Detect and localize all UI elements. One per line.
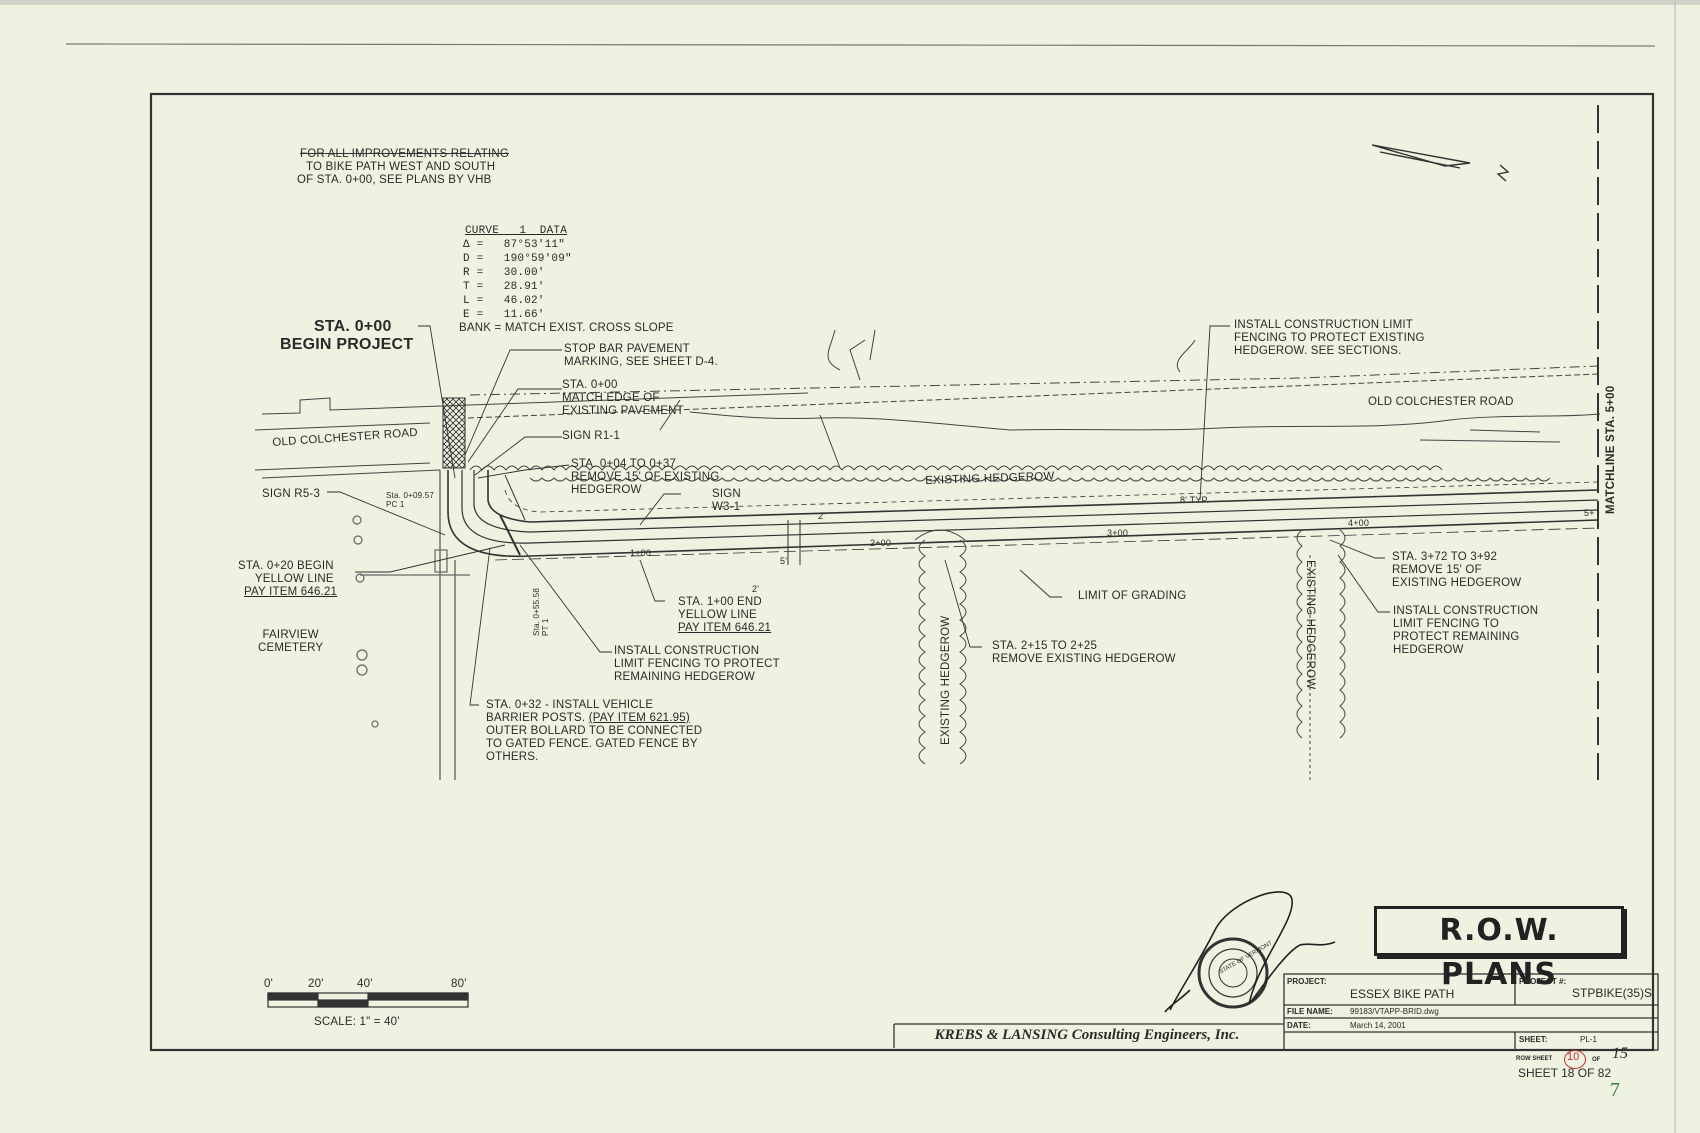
begin-station: STA. 0+00 xyxy=(314,318,392,335)
title-block xyxy=(893,973,1659,1051)
callout-stop-bar: STOP BAR PAVEMENT MARKING, SEE SHEET D-4… xyxy=(564,343,718,368)
firm-name: KREBS & LANSING Consulting Engineers, In… xyxy=(934,1027,1240,1043)
dim-2: 5' xyxy=(780,556,788,566)
leader-lines xyxy=(327,325,1390,706)
row-sheet-total: 15 xyxy=(1612,1045,1628,1062)
curve-delta: Δ = 87°53'11" xyxy=(463,239,566,251)
dim-4: 8' TYP. xyxy=(1180,495,1210,505)
callout-fence-right: INSTALL CONSTRUCTION LIMIT FENCING TO PR… xyxy=(1393,605,1539,656)
pay-item-barrier: (PAY ITEM 621.95) xyxy=(588,712,690,724)
file-label: FILE NAME: xyxy=(1287,1007,1333,1016)
scale-tick-40: 40' xyxy=(357,978,373,990)
callout-yellow-begin: STA. 0+20 BEGIN YELLOW LINE xyxy=(238,560,334,585)
label-pc: Sta. 0+09.57 PC 1 xyxy=(386,491,434,509)
callout-barrier-1: STA. 0+32 - INSTALL VEHICLE xyxy=(486,699,654,711)
label-old-colchester-right: OLD COLCHESTER ROAD xyxy=(1368,396,1514,408)
date-label: DATE: xyxy=(1287,1021,1311,1030)
project-name: ESSEX BIKE PATH xyxy=(1350,987,1455,1001)
label-hedgerow-vertical-2: EXISTING HEDGEROW xyxy=(1304,560,1316,690)
old-colchester-road xyxy=(254,329,1601,479)
label-hedgerow-vertical-1: EXISTING HEDGEROW xyxy=(940,615,952,745)
bike-path-alignment xyxy=(439,470,1599,780)
curve-bank: BANK = MATCH EXIST. CROSS SLOPE xyxy=(459,322,674,334)
curve-data-header: CURVE 1 DATA xyxy=(465,225,568,237)
dim-3: 2' xyxy=(818,511,826,521)
callout-sign-r1: SIGN R1-1 xyxy=(562,430,621,442)
sheet-id: PL-1 xyxy=(1580,1035,1597,1044)
station-3: 3+00 xyxy=(1107,528,1129,538)
row-plans-title: R.O.W. PLANS xyxy=(1374,906,1624,992)
curve-t: T = 28.91' xyxy=(463,281,545,293)
callout-remove-hedgerow-2: STA. 2+15 TO 2+25 REMOVE EXISTING HEDGER… xyxy=(992,640,1176,665)
begin-project-label: BEGIN PROJECT xyxy=(280,336,414,353)
cemetery-markers xyxy=(352,515,470,728)
label-pt: Sta. 0+55.58 PT 1 xyxy=(532,588,550,636)
scale-label: SCALE: 1" = 40' xyxy=(314,1016,400,1028)
dim-1: 2' xyxy=(752,584,760,594)
curve-d: D = 190°59'09" xyxy=(463,253,572,265)
callout-sign-r5: SIGN R5-3 xyxy=(262,488,321,500)
callout-sign-w3: SIGN W3-1 xyxy=(712,488,741,513)
general-note-3: OF STA. 0+00, SEE PLANS BY VHB xyxy=(297,174,492,186)
curve-e: E = 11.66' xyxy=(463,309,545,321)
existing-hedgerow-top xyxy=(469,465,1443,471)
sheet-label: SHEET: xyxy=(1519,1035,1548,1044)
engineer-signature xyxy=(1164,891,1336,1013)
project-no-label: PROJECT #: xyxy=(1519,977,1567,986)
row-sheet-circle xyxy=(1564,1050,1586,1069)
row-sheet-number: 10 xyxy=(1567,1051,1580,1063)
station-4: 4+00 xyxy=(1348,518,1370,528)
header-rule xyxy=(65,43,1656,47)
north-arrow-icon xyxy=(1371,144,1510,182)
sheet-border xyxy=(149,92,1655,1052)
general-note-2: TO BIKE PATH WEST AND SOUTH xyxy=(306,161,496,173)
callout-yellow-end: STA. 1+00 END YELLOW LINE xyxy=(678,596,762,621)
barrier-text: BARRIER POSTS. xyxy=(486,712,589,724)
row-sheet-label: ROW SHEET xyxy=(1516,1056,1553,1062)
station-2: 2+00 xyxy=(870,538,892,548)
scale-bar xyxy=(267,992,469,1008)
scan-edge xyxy=(0,0,1700,5)
stop-bar-hatch xyxy=(442,397,466,469)
date: March 14, 2001 xyxy=(1350,1021,1406,1030)
station-1: 1+00 xyxy=(630,548,652,558)
scale-tick-20: 20' xyxy=(308,978,324,990)
hedgerow-vertical-2 xyxy=(1296,529,1346,780)
label-fairview-cemetery: FAIRVIEW CEMETERY xyxy=(258,629,324,654)
hedgerow-vertical-1 xyxy=(914,529,967,765)
label-matchline: MATCHLINE STA. 5+00 xyxy=(1605,385,1617,514)
callout-fence-top: INSTALL CONSTRUCTION LIMIT FENCING TO PR… xyxy=(1234,319,1425,357)
curve-r: R = 30.00' xyxy=(463,267,545,279)
engineer-seal xyxy=(1197,937,1269,1009)
callout-fence-remaining: INSTALL CONSTRUCTION LIMIT FENCING TO PR… xyxy=(614,645,780,683)
scale-tick-0: 0' xyxy=(264,978,273,990)
sheet-count: SHEET 18 OF 82 xyxy=(1518,1066,1612,1080)
page-mark: 7 xyxy=(1610,1079,1620,1101)
pay-item-yellow-begin: PAY ITEM 646.21 xyxy=(244,586,338,598)
station-5: 5+ xyxy=(1584,508,1595,518)
project-no: STPBIKE(35)S xyxy=(1572,986,1653,1000)
callout-remove-hedgerow-3: STA. 3+72 TO 3+92 REMOVE 15' OF EXISTING… xyxy=(1392,551,1522,589)
curve-l: L = 46.02' xyxy=(463,295,545,307)
file-name: 99183/VTAPP-BRID.dwg xyxy=(1350,1007,1439,1016)
scale-tick-80: 80' xyxy=(451,978,467,990)
project-label: PROJECT: xyxy=(1287,977,1327,986)
general-note-1: FOR ALL IMPROVEMENTS RELATING xyxy=(300,148,510,160)
callout-match-edge: STA. 0+00 MATCH EDGE OF EXISTING PAVEMEN… xyxy=(562,379,684,417)
callout-remove-hedgerow-1: STA. 0+04 TO 0+37 REMOVE 15' OF EXISTING… xyxy=(571,458,720,496)
pay-item-yellow-end: PAY ITEM 646.21 xyxy=(678,622,772,634)
row-sheet-of: OF xyxy=(1592,1057,1601,1063)
callout-limit-grading: LIMIT OF GRADING xyxy=(1078,590,1187,602)
callout-barrier-2: BARRIER POSTS. (PAY ITEM 621.95) xyxy=(486,712,690,725)
callout-barrier-rest: OUTER BOLLARD TO BE CONNECTED TO GATED F… xyxy=(486,725,703,763)
